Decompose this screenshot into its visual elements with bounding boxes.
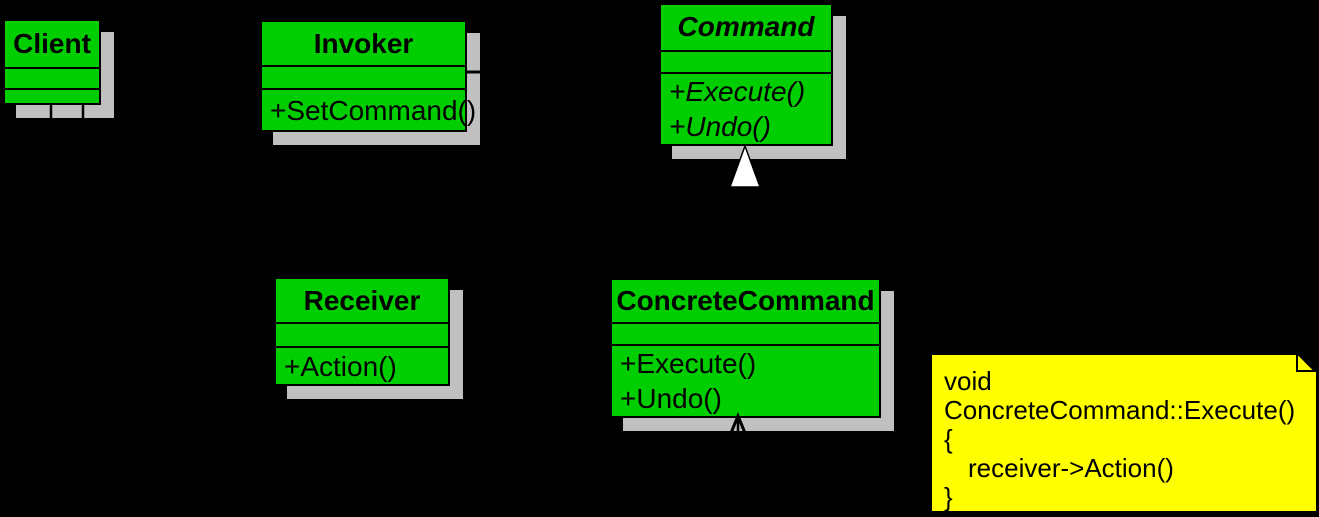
- note-line: }: [944, 482, 953, 512]
- client-box: Client: [3, 19, 101, 105]
- note-line: void: [944, 366, 992, 396]
- attributes-compartment: [276, 322, 448, 346]
- class-client: Client: [3, 19, 114, 118]
- class-method: +SetCommand(): [270, 94, 477, 126]
- concrete-command-box: ConcreteCommand +Execute() +Undo(): [610, 278, 881, 418]
- class-title: ConcreteCommand: [616, 284, 875, 316]
- class-method: +Execute(): [620, 348, 757, 379]
- client-receiver-arrowhead-icon: [259, 291, 273, 309]
- invoker-box: Invoker +SetCommand(): [260, 20, 477, 132]
- methods-compartment: +Execute() +Undo(): [612, 344, 879, 416]
- command-box: Command +Execute() +Undo(): [659, 3, 833, 146]
- note-line: ConcreteCommand::Execute(): [944, 395, 1296, 425]
- class-title: Receiver: [303, 284, 421, 316]
- attributes-compartment: [612, 321, 879, 344]
- class-title: Client: [13, 28, 91, 59]
- class-concrete-command: ConcreteCommand +Execute() +Undo(): [610, 278, 894, 431]
- class-method: +Undo(): [620, 383, 722, 414]
- class-method: +Execute(): [669, 76, 806, 107]
- attributes-compartment: [661, 49, 831, 72]
- note-line: receiver->Action(): [968, 453, 1174, 483]
- methods-compartment: [5, 88, 99, 103]
- receiver-box: Receiver +Action(): [274, 277, 450, 386]
- code-note: void ConcreteCommand::Execute() { receiv…: [930, 353, 1318, 513]
- class-title: Command: [677, 11, 815, 43]
- class-method: +Undo(): [669, 111, 771, 142]
- client-receiver-association-line: [49, 104, 270, 302]
- attributes-compartment: [262, 65, 465, 88]
- class-method: +Action(): [284, 350, 397, 382]
- attributes-compartment: [5, 67, 99, 88]
- class-receiver: Receiver +Action(): [274, 277, 463, 399]
- methods-compartment: +SetCommand(): [262, 88, 477, 130]
- note-line: {: [944, 424, 953, 454]
- methods-compartment: +Execute() +Undo(): [661, 72, 831, 144]
- class-title: Invoker: [313, 27, 414, 59]
- class-command: Command +Execute() +Undo(): [659, 3, 846, 159]
- methods-compartment: +Action(): [276, 346, 448, 384]
- class-invoker: Invoker +SetCommand(): [260, 20, 480, 145]
